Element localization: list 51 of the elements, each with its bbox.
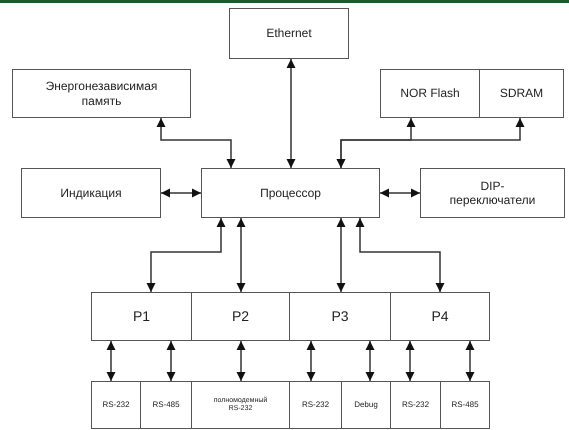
block-box [191, 381, 290, 429]
arrow [156, 118, 236, 168]
arrow [336, 218, 346, 292]
arrow [161, 188, 201, 198]
arrow [286, 59, 296, 168]
block-label: RS-485 [152, 400, 180, 410]
arrow [356, 218, 444, 292]
block-box [21, 168, 161, 218]
block-box [91, 292, 192, 341]
arrow [336, 118, 524, 168]
block-box [12, 69, 191, 118]
block-box [341, 381, 391, 429]
block-label: Debug [354, 400, 378, 410]
block-label: NOR Flash [400, 86, 460, 101]
arrow [406, 341, 414, 381]
arrow [236, 218, 246, 292]
arrow [380, 188, 420, 198]
arrow [306, 341, 316, 381]
block-label: SDRAM [500, 86, 544, 101]
block-label: DIP-переключатели [448, 178, 536, 208]
block-label: P3 [331, 308, 349, 325]
block-box [140, 381, 192, 429]
block-box [289, 381, 342, 429]
block-box [380, 69, 480, 118]
block-box [201, 168, 380, 218]
block-box [479, 69, 564, 118]
block-label: RS-232 [102, 400, 130, 410]
arrow [466, 341, 474, 381]
arrow [166, 341, 176, 381]
block-box [289, 292, 391, 341]
block-box [420, 168, 565, 218]
arrow [146, 218, 226, 292]
block-label: Ethernet [266, 26, 312, 41]
block-label: P4 [431, 308, 449, 325]
block-box [191, 292, 290, 341]
block-label: Индикация [60, 186, 122, 200]
arrow [236, 341, 246, 381]
block-label: RS-232 [402, 400, 430, 410]
block-label: RS-485 [451, 400, 479, 410]
block-box [229, 8, 349, 59]
block-box [390, 292, 490, 341]
block-label: RS-232 [302, 400, 330, 410]
block-label: Энергонезависимая память [44, 79, 158, 108]
block-box [440, 381, 490, 429]
block-label: P1 [132, 308, 150, 325]
block-label: P2 [232, 308, 250, 325]
block-label: Процессор [260, 186, 321, 200]
block-box [390, 381, 441, 429]
block-box [91, 381, 141, 429]
arrow [106, 341, 116, 381]
arrow [366, 341, 374, 381]
